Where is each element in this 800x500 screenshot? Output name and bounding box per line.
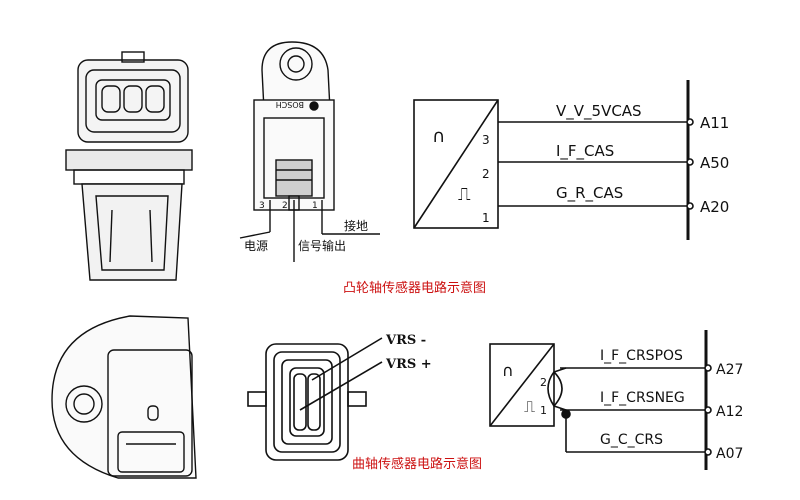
cam-wire-2-name: I_F_CAS xyxy=(556,142,614,161)
crank-connector-view xyxy=(247,337,383,461)
crank-terminal-2: A12 xyxy=(716,404,743,420)
cam-circuit-pin3: 3 xyxy=(482,133,490,147)
crank-sensor-symbol: ∩ xyxy=(502,361,514,380)
cam-pin2-label: 2 xyxy=(282,201,288,211)
cam-terminal-2: A50 xyxy=(700,154,729,172)
ground-label: 接地 xyxy=(344,218,368,233)
crank-sensor-symbol-pulse: ⎍ xyxy=(524,397,535,416)
crank-terminal-3: A07 xyxy=(716,446,743,462)
cam-terminal-1: A11 xyxy=(700,114,729,132)
cam-circuit-pin2: 2 xyxy=(482,167,490,181)
cam-sensor-symbol: ∩ xyxy=(432,126,445,147)
cam-wire-1-name: V_V_5VCAS xyxy=(556,102,642,121)
crank-circuit-pin2: 2 xyxy=(540,376,547,389)
crank-caption: 曲轴传感器电路示意图 xyxy=(352,456,482,472)
signal-output-label: 信号输出 xyxy=(298,238,346,253)
vrs-minus-label: VRS - xyxy=(385,333,426,348)
cam-circuit-pin1: 1 xyxy=(482,211,490,225)
crank-wire-3-name: G_C_CRS xyxy=(600,432,663,448)
crank-terminal-1: A27 xyxy=(716,362,743,378)
vrs-plus-label: VRS + xyxy=(385,357,432,372)
cam-sensor-side-view xyxy=(239,41,380,262)
cam-sensor-symbol-pulse: ⎍ xyxy=(458,184,471,205)
power-label: 电源 xyxy=(244,239,268,253)
cam-circuit xyxy=(413,80,694,240)
cam-pin3-label: 3 xyxy=(259,201,265,211)
crank-wire-1-name: I_F_CRSPOS xyxy=(600,348,683,364)
cam-sensor-drawing xyxy=(65,51,193,281)
cam-pin1-label: 1 xyxy=(312,201,318,211)
crank-wire-2-name: I_F_CRSNEG xyxy=(600,390,685,406)
cam-wire-3-name: G_R_CAS xyxy=(556,184,623,203)
cam-terminal-3: A20 xyxy=(700,198,729,216)
cam-caption: 凸轮轴传感器电路示意图 xyxy=(343,280,486,296)
crank-sensor-drawing xyxy=(51,315,197,479)
crank-circuit-pin1: 1 xyxy=(540,404,547,417)
bosch-brand-label: BOSCH xyxy=(276,100,304,109)
crank-circuit xyxy=(489,330,712,470)
